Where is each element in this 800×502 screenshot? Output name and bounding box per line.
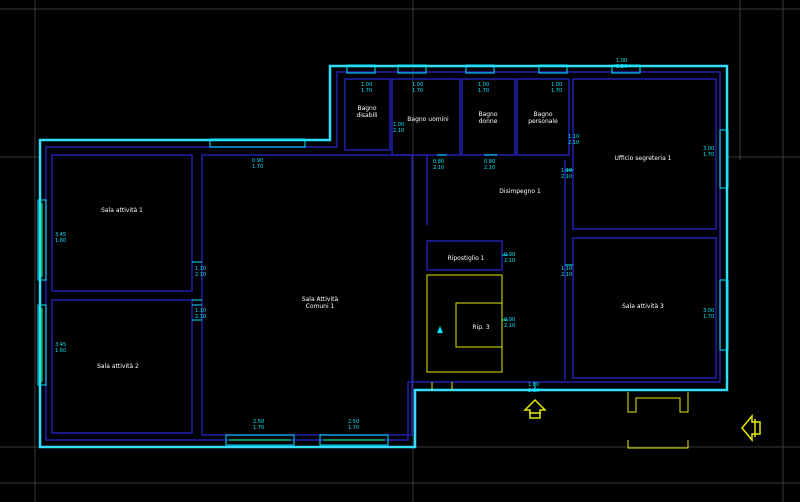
outer-wall [38,64,729,449]
windows [37,64,729,446]
inner-walls [45,71,721,441]
door-marks [192,154,573,392]
side-entrance-arrow-icon [741,413,761,443]
room-disimpegno: Disimpegno 1 [499,188,541,195]
room-ripostiglio: Ripostiglio 1 [448,255,485,262]
room-rip-3: Rip. 3 [472,324,489,331]
room-sala-attivita-3: Sala attività 3 [622,303,664,310]
room-bagno-uomini: Bagno uomini [407,116,449,123]
room-sala-attivita-2: Sala attività 2 [97,363,139,370]
room-sala-attivita-1: Sala attività 1 [101,207,143,214]
entrance-arrow-icon [523,398,547,419]
yellow-elements [426,274,689,449]
room-ufficio-segreteria: Ufficio segreteria 1 [615,155,672,162]
